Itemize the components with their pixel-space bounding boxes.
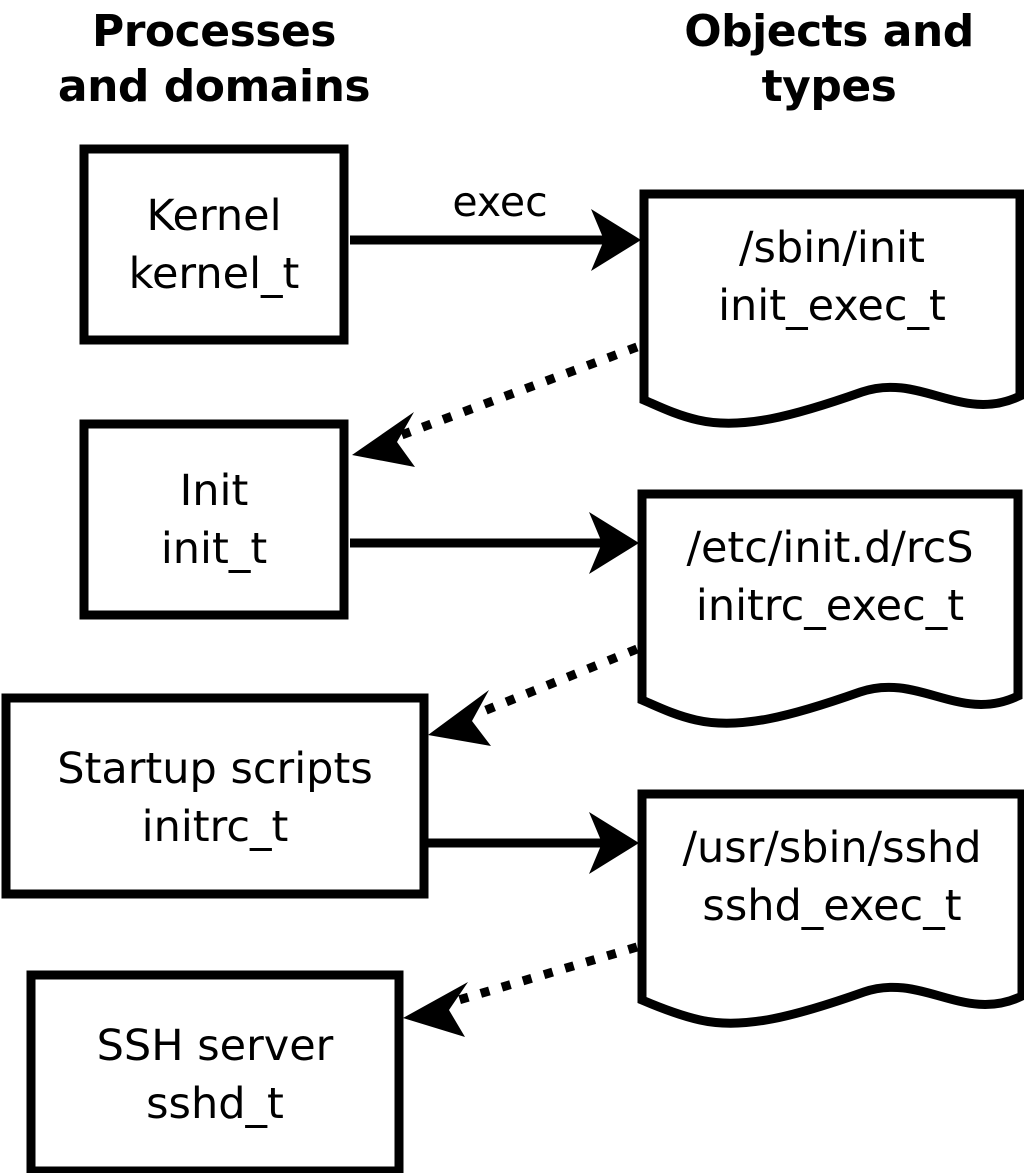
column-header-processes-line1: Processes	[92, 6, 336, 57]
node-initrc-exec-type: initrc_exec_t	[696, 581, 964, 631]
edge-init-exec-to-init	[352, 342, 639, 467]
edge-label-exec: exec	[452, 178, 547, 226]
column-header-objects: Objects and types	[684, 6, 974, 112]
edge-kernel-to-init-exec: exec	[350, 178, 641, 271]
node-kernel-name: Kernel	[146, 191, 281, 241]
node-initrc-name: Startup scripts	[57, 744, 373, 794]
column-header-processes-line2: and domains	[58, 61, 370, 112]
node-sshd[interactable]: SSH server sshd_t	[26, 970, 404, 1173]
edge-initrc-to-sshd-exec-arrowhead	[589, 812, 639, 874]
node-sshd-exec[interactable]: /usr/sbin/sshd sshd_exec_t	[637, 789, 1024, 1028]
node-sshd-name: SSH server	[97, 1021, 334, 1071]
edge-sshd-exec-to-sshd-arrowhead	[403, 982, 468, 1037]
edge-initrc-exec-to-initrc-line	[472, 644, 639, 720]
column-header-objects-line2: types	[762, 61, 897, 112]
node-sshd-exec-type: sshd_exec_t	[702, 881, 961, 931]
node-sshd-box[interactable]	[26, 970, 404, 1173]
column-header-processes: Processes and domains	[58, 6, 371, 112]
node-initrc[interactable]: Startup scripts initrc_t	[1, 693, 429, 899]
edge-init-exec-to-init-line	[397, 342, 639, 441]
node-sshd-exec-path: /usr/sbin/sshd	[682, 823, 981, 873]
node-init-exec-path: /sbin/init	[739, 223, 925, 273]
edge-initrc-exec-to-initrc-arrowhead	[428, 690, 491, 746]
node-initrc-exec-path: /etc/init.d/rcS	[686, 523, 973, 573]
node-init[interactable]: Init init_t	[79, 419, 349, 620]
node-init-exec[interactable]: /sbin/init init_exec_t	[639, 189, 1024, 428]
node-initrc-exec-document[interactable]	[637, 489, 1023, 728]
node-init-name: Init	[180, 466, 249, 516]
node-kernel-box[interactable]	[79, 144, 349, 345]
node-sshd-exec-document[interactable]	[637, 789, 1024, 1028]
edge-initrc-to-sshd-exec	[428, 812, 639, 874]
edge-init-exec-to-init-arrowhead	[352, 412, 415, 467]
node-init-exec-type: init_exec_t	[718, 281, 946, 331]
node-initrc-type: initrc_t	[142, 802, 289, 852]
node-kernel[interactable]: Kernel kernel_t	[79, 144, 349, 345]
edge-init-to-initrc-exec-arrowhead	[589, 512, 639, 574]
edge-init-to-initrc-exec	[350, 512, 639, 574]
column-header-objects-line1: Objects and	[684, 6, 973, 57]
edge-sshd-exec-to-sshd-line	[450, 942, 639, 1007]
node-init-exec-document[interactable]	[639, 189, 1024, 428]
node-kernel-type: kernel_t	[129, 249, 300, 299]
edge-sshd-exec-to-sshd	[403, 942, 639, 1037]
edge-initrc-exec-to-initrc	[428, 644, 639, 746]
node-init-type: init_t	[161, 524, 267, 574]
node-init-box[interactable]	[79, 419, 349, 620]
node-initrc-exec[interactable]: /etc/init.d/rcS initrc_exec_t	[637, 489, 1023, 728]
edge-kernel-to-init-exec-arrowhead	[591, 209, 641, 271]
node-initrc-box[interactable]	[1, 693, 429, 899]
node-sshd-type: sshd_t	[146, 1079, 284, 1129]
